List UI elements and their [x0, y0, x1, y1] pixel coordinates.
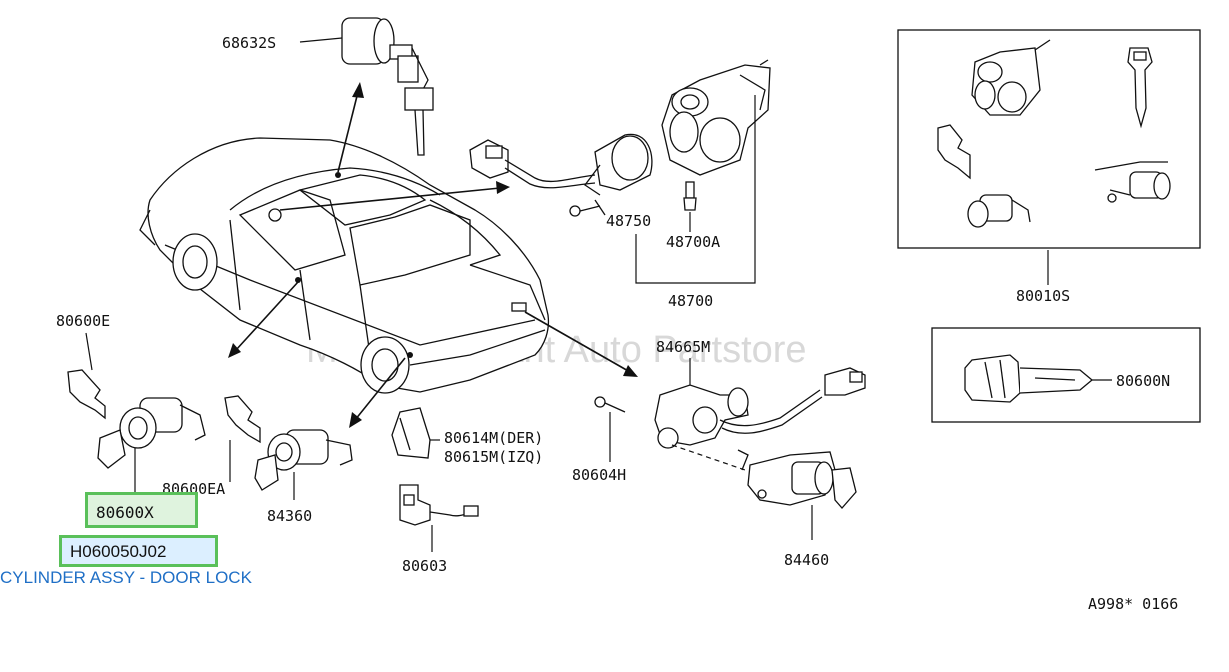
label-80010s: 80010S: [1016, 287, 1070, 305]
label-84360: 84360: [267, 507, 312, 525]
part-80614m: 80614M(DER) 80615M(IZQ): [391, 407, 543, 466]
highlight-part-number[interactable]: 80600X: [85, 492, 198, 528]
kit-box-80010s: 80010S: [897, 29, 1201, 305]
part-84665m: 84665M: [654, 338, 866, 449]
bracket-48700: 48700: [635, 95, 756, 310]
label-80600e: 80600E: [56, 312, 110, 330]
label-80614m: 80614M(DER): [444, 429, 543, 447]
part-ignition-lock: 48700A: [661, 59, 771, 251]
label-48750: 48750: [606, 212, 651, 230]
part-68632s: 68632S: [222, 17, 434, 156]
label-80604h: 80604H: [572, 466, 626, 484]
label-84460: 84460: [784, 551, 829, 569]
label-68632s: 68632S: [222, 34, 276, 52]
label-48700a: 48700A: [666, 233, 720, 251]
part-80604h: 80604H: [572, 396, 626, 484]
part-80600e: 80600E: [56, 312, 110, 420]
highlight-part-number-text: 80600X: [96, 503, 154, 522]
label-80615m: 80615M(IZQ): [444, 448, 543, 466]
car-body: [139, 137, 550, 394]
label-80600n: 80600N: [1116, 372, 1170, 390]
part-80603: 80603: [399, 484, 479, 575]
part-80600x: [97, 397, 206, 492]
highlight-oem-code[interactable]: H060050J02: [59, 535, 218, 567]
label-80603: 80603: [402, 557, 447, 575]
key-box-80600n: 80600N: [931, 327, 1201, 423]
highlight-oem-code-text: H060050J02: [70, 542, 167, 561]
part-48750: 48750: [469, 133, 653, 230]
label-84665m: 84665M: [656, 338, 710, 356]
part-description: CYLINDER ASSY - DOOR LOCK: [0, 568, 252, 587]
pointer-arrows: [228, 82, 638, 428]
part-84460: 84460: [671, 444, 857, 569]
part-84360: 84360: [254, 429, 353, 525]
label-48700: 48700: [668, 292, 713, 310]
diagram-reference: A998* 0166: [1088, 595, 1178, 613]
